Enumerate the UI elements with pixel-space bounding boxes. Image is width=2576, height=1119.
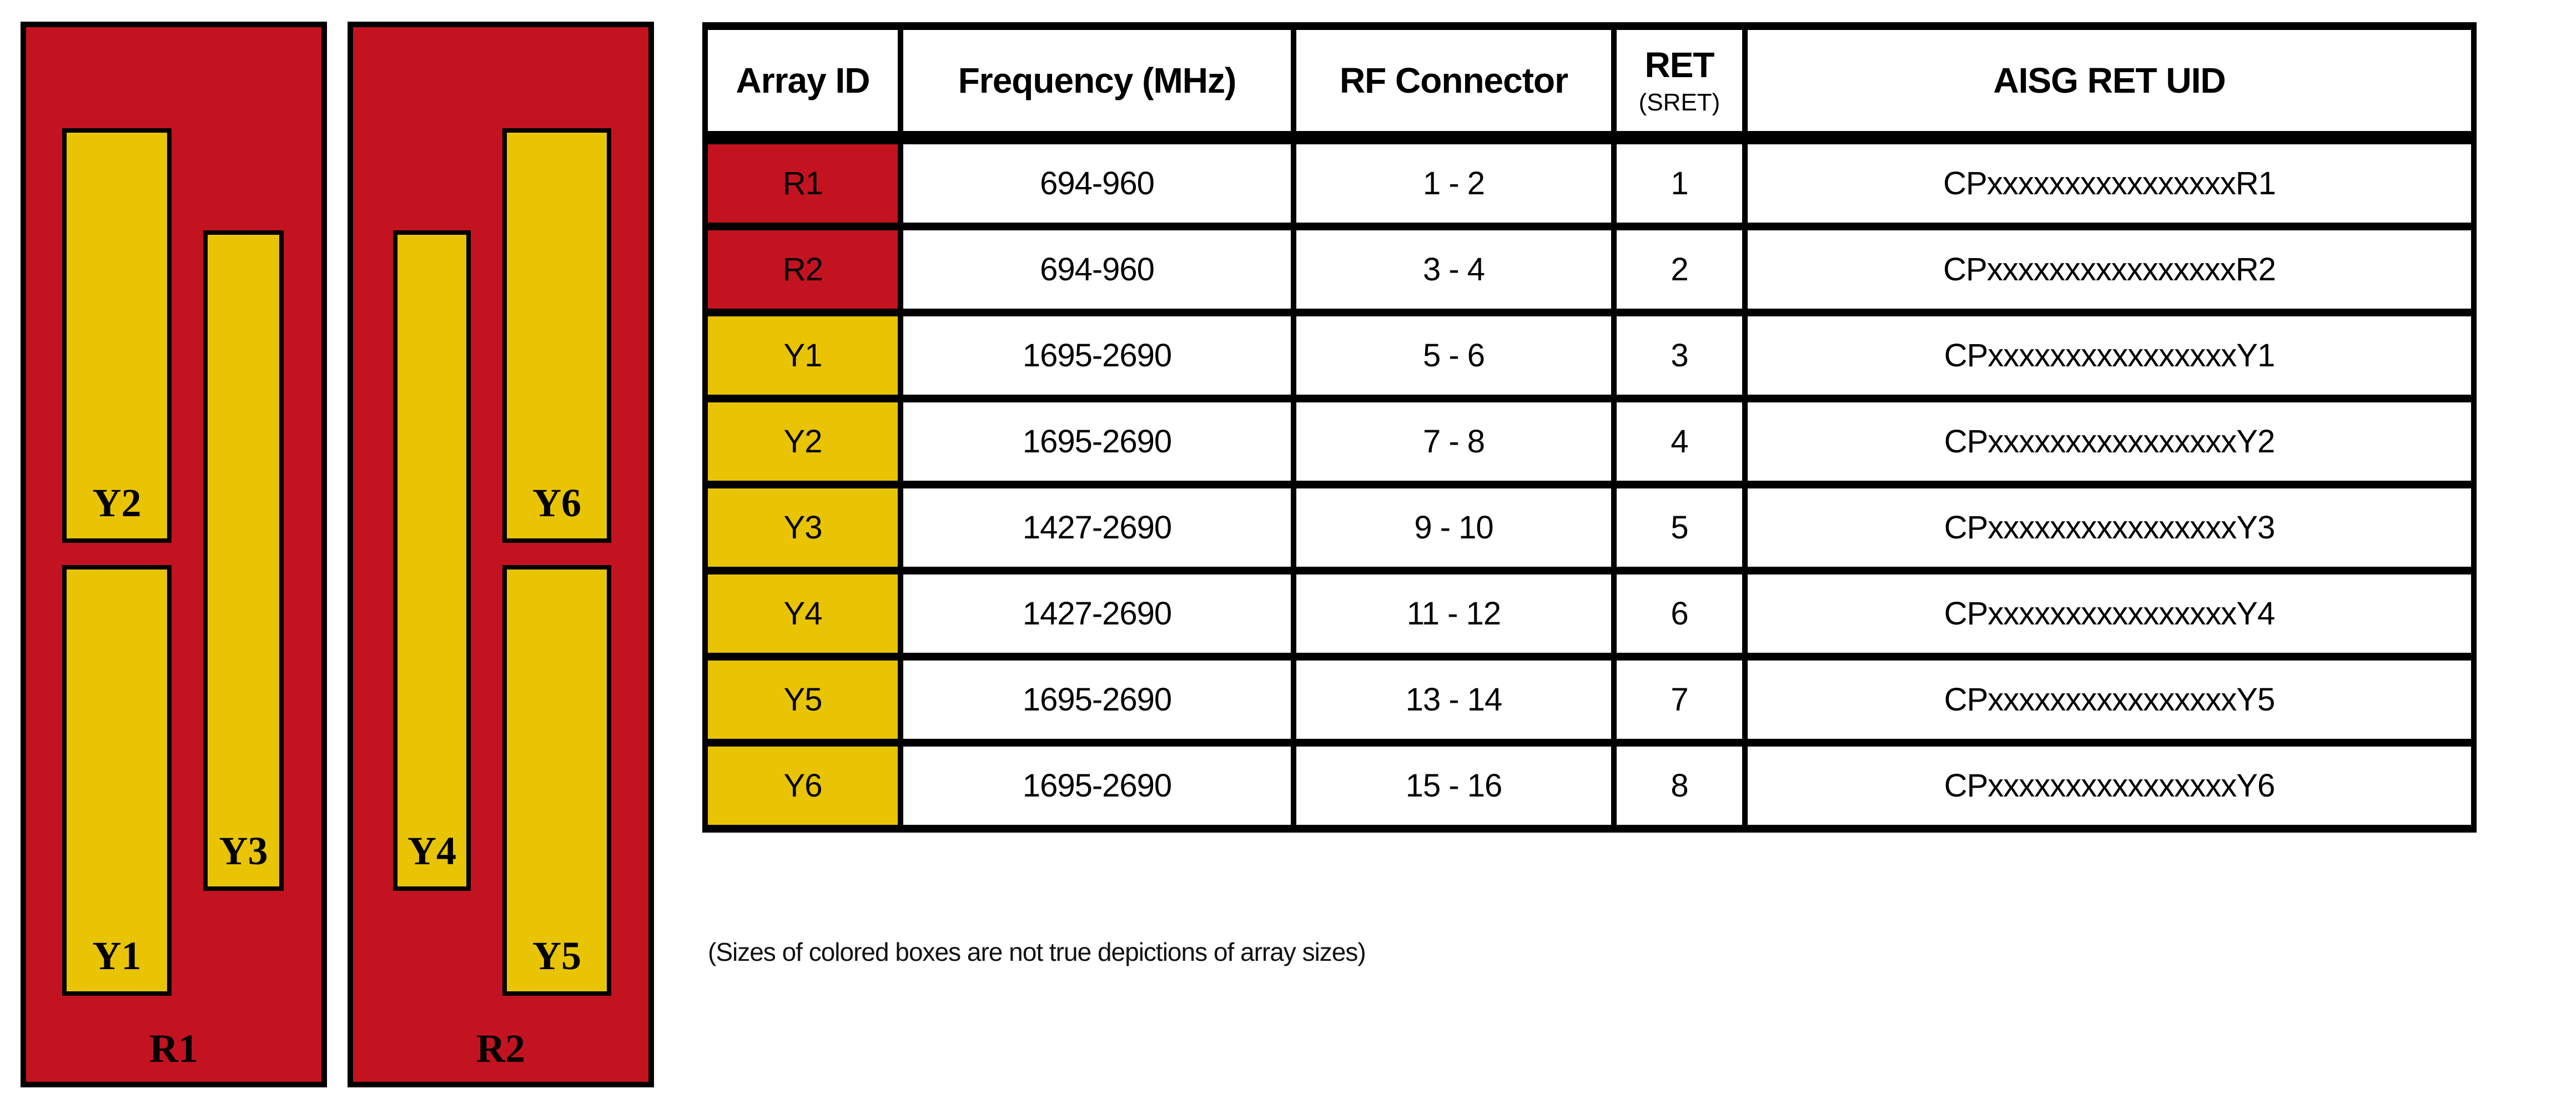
array-spec-table: Array ID Frequency (MHz) RF Connector RE… [702,22,2477,833]
cell-frequency: 1427-2690 [898,567,1296,661]
cell-aisg-ret-uid: CPxxxxxxxxxxxxxxxxY6 [1742,739,2477,833]
cell-array-id: R2 [702,223,903,316]
cell-rf-connector: 3 - 4 [1291,223,1617,316]
cell-ret: 5 [1611,481,1748,574]
table-row-y5: Y5 1695-2690 13 - 14 7 CPxxxxxxxxxxxxxxx… [702,653,2477,747]
cell-rf-connector: 15 - 16 [1291,739,1617,833]
cell-frequency: 694-960 [898,134,1296,230]
cell-ret: 4 [1611,395,1748,488]
col-header-frequency: Frequency (MHz) [898,22,1296,144]
col-header-rf-connector: RF Connector [1291,22,1617,144]
cell-aisg-ret-uid: CPxxxxxxxxxxxxxxxxR2 [1742,223,2477,316]
cell-frequency: 1695-2690 [898,653,1296,747]
cell-aisg-ret-uid: CPxxxxxxxxxxxxxxxxY2 [1742,395,2477,488]
cell-ret: 8 [1611,739,1748,833]
array-box-label-y4: Y4 [407,829,456,873]
table-row-y3: Y3 1427-2690 9 - 10 5 CPxxxxxxxxxxxxxxxx… [702,481,2477,574]
array-box-y3: Y3 [203,230,284,891]
panel-label-r2: R2 [476,1026,525,1071]
cell-rf-connector: 7 - 8 [1291,395,1617,488]
cell-rf-connector: 1 - 2 [1291,134,1617,230]
array-box-label-y2: Y2 [92,481,142,525]
cell-aisg-ret-uid: CPxxxxxxxxxxxxxxxxY1 [1742,309,2477,402]
array-box-label-y1: Y1 [92,934,142,978]
cell-array-id: Y5 [702,653,903,747]
array-box-label-y5: Y5 [532,934,581,978]
table-row-y4: Y4 1427-2690 11 - 12 6 CPxxxxxxxxxxxxxxx… [702,567,2477,661]
cell-aisg-ret-uid: CPxxxxxxxxxxxxxxxxY5 [1742,653,2477,747]
panel-label-r1: R1 [149,1026,198,1071]
cell-ret: 7 [1611,653,1748,747]
array-box-y4: Y4 [393,230,471,891]
table-row-y2: Y2 1695-2690 7 - 8 4 CPxxxxxxxxxxxxxxxxY… [702,395,2477,488]
cell-aisg-ret-uid: CPxxxxxxxxxxxxxxxxY4 [1742,567,2477,661]
cell-ret: 2 [1611,223,1748,316]
cell-frequency: 1695-2690 [898,395,1296,488]
antenna-panel-r2: Y4 Y6 Y5 R2 [348,22,654,1087]
table-row-r2: R2 694-960 3 - 4 2 CPxxxxxxxxxxxxxxxxR2 [702,223,2477,316]
cell-array-id: Y1 [702,309,903,402]
table-row-y1: Y1 1695-2690 5 - 6 3 CPxxxxxxxxxxxxxxxxY… [702,309,2477,402]
array-box-y6: Y6 [502,128,611,543]
array-box-label-y6: Y6 [532,481,581,525]
cell-ret: 1 [1611,134,1748,230]
cell-rf-connector: 9 - 10 [1291,481,1617,574]
array-box-y1: Y1 [62,565,172,996]
antenna-panel-r1: Y2 Y1 Y3 R1 [21,22,327,1087]
cell-rf-connector: 11 - 12 [1291,567,1617,661]
cell-array-id: Y4 [702,567,903,661]
col-header-ret-sub: (SRET) [1638,89,1720,116]
col-header-ret: RET (SRET) [1611,22,1748,144]
table-header-row: Array ID Frequency (MHz) RF Connector RE… [702,22,2477,144]
cell-frequency: 694-960 [898,223,1296,316]
cell-array-id: Y2 [702,395,903,488]
col-header-ret-main: RET [1644,45,1715,85]
table-row-r1: R1 694-960 1 - 2 1 CPxxxxxxxxxxxxxxxxR1 [702,134,2477,230]
table-row-y6: Y6 1695-2690 15 - 16 8 CPxxxxxxxxxxxxxxx… [702,739,2477,833]
size-disclaimer-note: (Sizes of colored boxes are not true dep… [708,937,1366,966]
col-header-array-id: Array ID [702,22,903,144]
cell-frequency: 1695-2690 [898,309,1296,402]
cell-array-id: Y6 [702,739,903,833]
cell-rf-connector: 5 - 6 [1291,309,1617,402]
cell-frequency: 1695-2690 [898,739,1296,833]
cell-ret: 3 [1611,309,1748,402]
cell-aisg-ret-uid: CPxxxxxxxxxxxxxxxxR1 [1742,134,2477,230]
cell-ret: 6 [1611,567,1748,661]
array-box-label-y3: Y3 [219,829,268,873]
cell-frequency: 1427-2690 [898,481,1296,574]
col-header-aisg-ret-uid: AISG RET UID [1742,22,2477,144]
cell-rf-connector: 13 - 14 [1291,653,1617,747]
array-box-y2: Y2 [62,128,172,543]
cell-array-id: Y3 [702,481,903,574]
cell-aisg-ret-uid: CPxxxxxxxxxxxxxxxxY3 [1742,481,2477,574]
cell-array-id: R1 [702,134,903,230]
array-box-y5: Y5 [502,565,611,996]
